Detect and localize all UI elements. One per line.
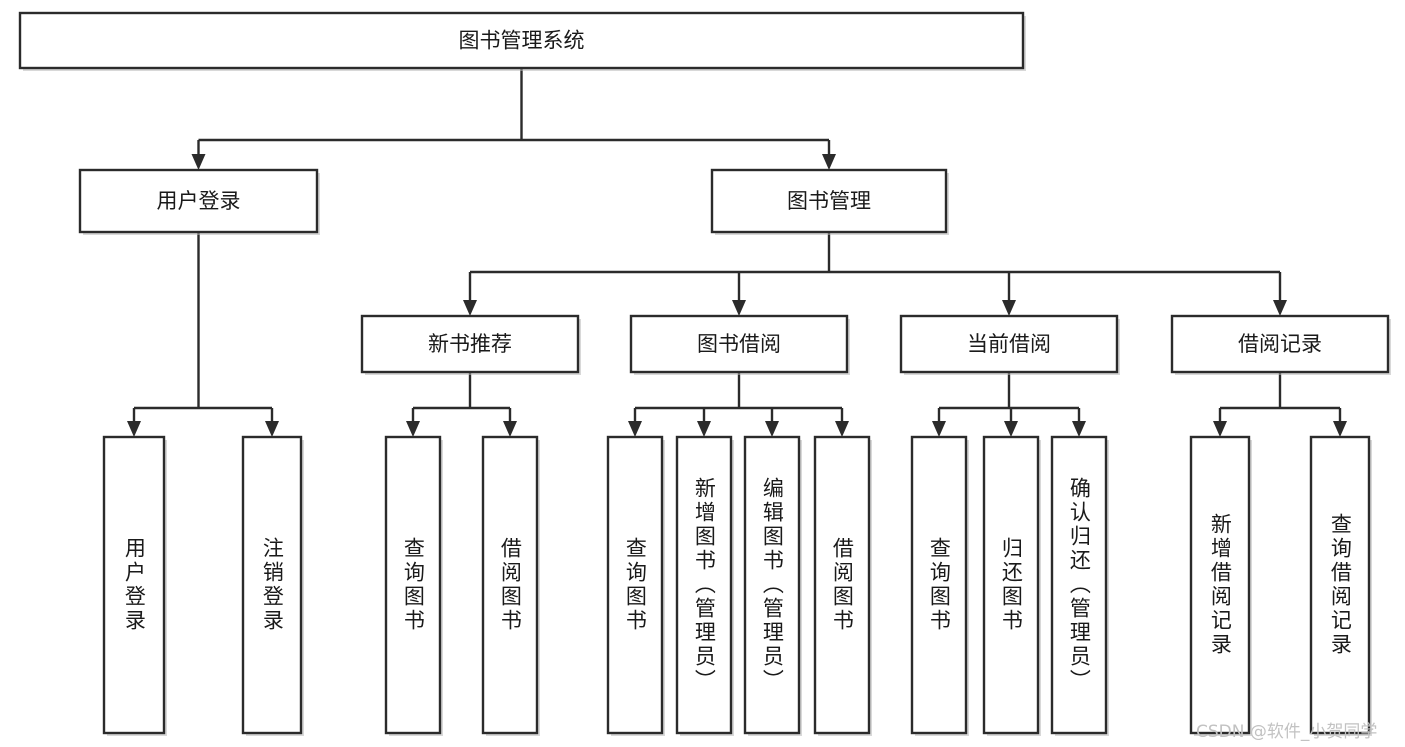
node-user-login[interactable] — [78, 168, 320, 235]
node-current-query-book[interactable] — [910, 435, 969, 736]
root-branch-1-arrowhead — [822, 154, 836, 170]
node-label-recommend-borrow-book: 借阅图书 — [498, 537, 523, 633]
node-label-current-query-book: 查询图书 — [927, 537, 952, 633]
new-book-recommend-branch-1-arrowhead — [503, 421, 517, 437]
node-label-record-query: 查询借阅记录 — [1328, 513, 1353, 657]
node-label-root: 图书管理系统 — [459, 29, 585, 53]
book-borrow-branch-3-arrowhead — [835, 421, 849, 437]
node-current-borrow[interactable] — [899, 314, 1120, 375]
current-borrow-branch-1-arrowhead — [1004, 421, 1018, 437]
node-book-borrow[interactable] — [629, 314, 850, 375]
new-book-recommend-branch-0-arrowhead — [406, 421, 420, 437]
node-recommend-query-book[interactable] — [384, 435, 443, 736]
book-borrow-branch-2-arrowhead — [765, 421, 779, 437]
node-root[interactable] — [18, 11, 1026, 71]
book-management-branch-2-arrowhead — [1002, 300, 1016, 316]
node-label-new-book-recommend: 新书推荐 — [428, 332, 512, 356]
node-label-borrow-query-book: 查询图书 — [623, 537, 648, 633]
node-label-record-add: 新增借阅记录 — [1208, 513, 1233, 657]
node-label-current-borrow: 当前借阅 — [967, 332, 1051, 356]
node-label-current-return-book: 归还图书 — [999, 537, 1024, 633]
book-borrow-branch-0-arrowhead — [628, 421, 642, 437]
user-login-branch-0-arrowhead — [127, 421, 141, 437]
borrow-record-branch-1-arrowhead — [1333, 421, 1347, 437]
connector-layer — [127, 68, 1347, 437]
node-label-borrow-record: 借阅记录 — [1238, 332, 1322, 356]
node-new-book-recommend[interactable] — [360, 314, 581, 375]
node-label-borrow-edit-book: 编辑图书（管理员） — [760, 477, 785, 693]
book-management-branch-1-arrowhead — [732, 300, 746, 316]
book-management-branch-3-arrowhead — [1273, 300, 1287, 316]
node-borrow-add-book[interactable] — [675, 435, 734, 736]
node-recommend-borrow-book[interactable] — [481, 435, 540, 736]
node-borrow-edit-book[interactable] — [743, 435, 802, 736]
book-borrow-branch-1-arrowhead — [697, 421, 711, 437]
current-borrow-branch-2-arrowhead — [1072, 421, 1086, 437]
root-branch-0-arrowhead — [191, 154, 206, 170]
node-label-borrow-borrow-book: 借阅图书 — [830, 537, 855, 633]
node-record-add[interactable] — [1189, 435, 1252, 736]
node-label-borrow-add-book: 新增图书（管理员） — [692, 477, 717, 693]
node-current-return-book[interactable] — [982, 435, 1041, 736]
book-management-branch-0-arrowhead — [463, 300, 477, 316]
node-borrow-query-book[interactable] — [606, 435, 665, 736]
borrow-record-branch-0-arrowhead — [1213, 421, 1227, 437]
node-book-management[interactable] — [710, 168, 949, 235]
current-borrow-branch-0-arrowhead — [932, 421, 946, 437]
node-label-user-logout: 注销登录 — [260, 537, 285, 633]
csdn-watermark: CSDN @软件_小贺同学 — [1196, 722, 1378, 742]
node-label-book-management: 图书管理 — [787, 189, 871, 213]
node-borrow-record[interactable] — [1170, 314, 1391, 375]
node-user-logout[interactable] — [241, 435, 304, 736]
node-label-recommend-query-book: 查询图书 — [401, 537, 426, 633]
node-borrow-borrow-book[interactable] — [813, 435, 872, 736]
node-label-user-login-do: 用户登录 — [122, 537, 147, 633]
node-user-login-do[interactable] — [102, 435, 167, 736]
node-label-book-borrow: 图书借阅 — [697, 332, 781, 356]
node-label-user-login: 用户登录 — [157, 189, 241, 213]
box-layer — [18, 11, 1391, 736]
user-login-branch-1-arrowhead — [265, 421, 279, 437]
node-label-current-confirm-return: 确认归还（管理员） — [1067, 477, 1092, 693]
node-current-confirm-return[interactable] — [1050, 435, 1109, 736]
node-record-query[interactable] — [1309, 435, 1372, 736]
